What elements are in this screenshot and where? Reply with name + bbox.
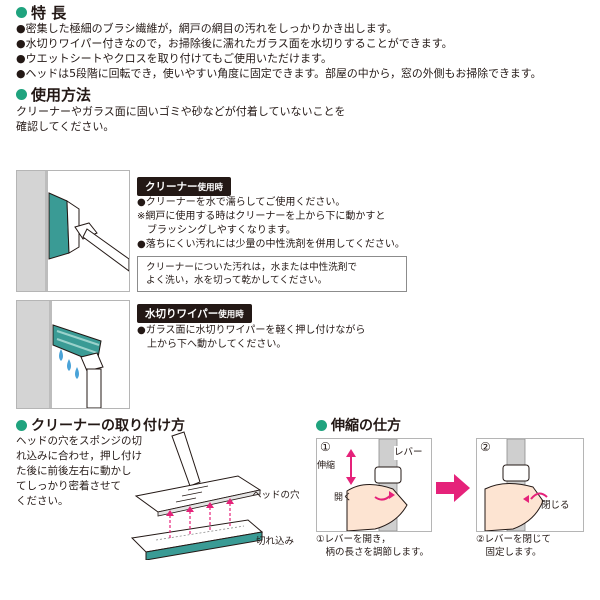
extend-step2-number: ② [480, 440, 491, 454]
attach-illustration [128, 430, 308, 561]
wiper-usage-tab: 水切りワイパー使用時 [137, 304, 252, 323]
cleaner-illustration-svg [17, 171, 129, 291]
extend-step1-number: ① [320, 440, 331, 454]
cleaner-usage-tab: クリーナー使用時 [137, 177, 232, 196]
bullet-dot-icon [16, 419, 27, 431]
cleaner-usage-illustration [16, 170, 130, 292]
label-head-hole: ヘッドの穴 [252, 490, 300, 501]
extend-step2-caption-1: ②レバーを閉じて [476, 534, 552, 545]
attach-line-1: ヘッドの穴をスポンジの切 [16, 435, 142, 447]
attach-line-2: れ込みに合わせ，押し付け [16, 450, 142, 462]
label-slit: 切れ込み [256, 536, 295, 547]
bullet-dot-icon [16, 7, 27, 18]
bullet-dot-icon [16, 89, 27, 100]
wiper-line-2: 上から下へ動かしてください。 [137, 339, 287, 350]
cleaner-care-note: クリーナーについた汚れは，水または中性洗剤で よく洗い，水を切って乾かしてくださ… [137, 256, 407, 292]
features-heading: 特 長 [16, 2, 66, 23]
wiper-illustration-svg [17, 301, 104, 408]
extend-step2-illustration [476, 438, 584, 532]
cleaner-line-2: ※網戸に使用する時はクリーナーを上から下に動かすと [137, 211, 386, 222]
extend-step1-caption-1: ①レバーを開き， [316, 534, 391, 545]
extend-step2-caption-2: 固定します。 [476, 547, 542, 558]
cleaner-line-1: ●クリーナーを水で濡らしてご使用ください。 [137, 197, 346, 208]
cleaner-note-line-2: よく洗い，水を切って乾かしてください。 [146, 275, 328, 286]
cleaner-note-line-1: クリーナーについた汚れは，水または中性洗剤で [146, 262, 358, 273]
features-bullet-3: ●ウエットシートやクロスを取り付けてもご使用いただけます。 [16, 52, 332, 65]
cleaner-line-3: ブラッシングしやすくなります。 [137, 225, 296, 236]
attach-line-3: た後に前後左右に動かし [16, 465, 132, 477]
extend-heading: 伸縮の仕方 [316, 415, 401, 435]
usage-intro-line-2: 確認してください。 [16, 120, 115, 133]
extend-step2-svg [484, 439, 548, 531]
extend-label-close: 閉じる [541, 500, 570, 511]
attach-illustration-svg [130, 431, 264, 561]
features-bullet-4: ●ヘッドは5段階に回転でき，使いやすい角度に固定できます。部屋の中から，窓の外側… [16, 67, 542, 80]
bullet-dot-icon [316, 419, 327, 431]
attach-line-5: ください。 [16, 495, 69, 507]
usage-intro-line-1: クリーナーやガラス面に固いゴミや砂などが付着していないことを [16, 105, 346, 118]
extend-label-open: 開く [334, 493, 353, 503]
features-bullet-2: ●水切りワイパー付きなので，お掃除後に濡れたガラス面を水切りすることができます。 [16, 37, 453, 50]
extend-label-extend: 伸縮 [317, 461, 336, 471]
extend-label-lever: レバー [394, 446, 423, 460]
usage-heading: 使用方法 [16, 84, 91, 105]
extend-step1-caption-2: 柄の長さを調節します。 [316, 547, 430, 558]
wiper-usage-illustration [16, 300, 130, 409]
cleaner-line-4: ●落ちにくい汚れには少量の中性洗剤を併用してください。 [137, 239, 405, 250]
attach-line-4: てしっかり密着させて [16, 480, 121, 492]
features-bullet-1: ●密集した極細のブラシ繊維が，網戸の網目の汚れをしっかりかき出します。 [16, 22, 398, 35]
next-step-arrow-icon [436, 474, 470, 502]
attach-heading: クリーナーの取り付け方 [16, 415, 185, 435]
extend-step1-svg [346, 439, 408, 531]
wiper-line-1: ●ガラス面に水切りワイパーを軽く押し付けながら [137, 325, 366, 336]
